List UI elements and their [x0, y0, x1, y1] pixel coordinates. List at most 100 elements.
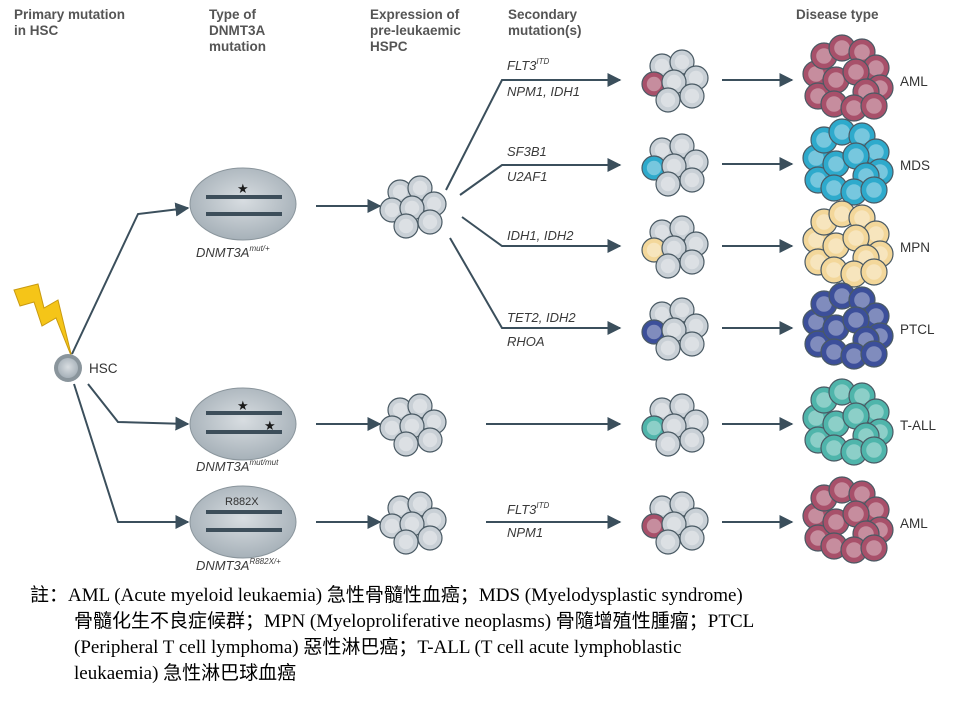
cell-nucleus [688, 154, 704, 170]
cell-nucleus [834, 288, 850, 304]
cell-nucleus [674, 398, 690, 414]
cell-nucleus [666, 418, 682, 434]
cell-nucleus [828, 156, 844, 172]
cell-nucleus [868, 502, 884, 518]
footnote: 註：AML (Acute myeloid leukaemia) 急性骨髓性血癌；… [30, 583, 945, 687]
cell-nucleus [826, 440, 842, 456]
cell-nucleus [868, 308, 884, 324]
cell-nucleus [826, 96, 842, 112]
cell-nucleus [654, 58, 670, 74]
cell-nucleus [848, 408, 864, 424]
cell-nucleus [828, 320, 844, 336]
disease-label-aml: AML [900, 74, 928, 89]
cell-nucleus [412, 180, 428, 196]
cell-nucleus [412, 496, 428, 512]
cell-nucleus [646, 76, 662, 92]
cell-nucleus [684, 172, 700, 188]
cell-nucleus [826, 180, 842, 196]
cell-nucleus [816, 490, 832, 506]
star-mutation-icon: ★ [237, 182, 249, 197]
cell [860, 92, 888, 120]
cell-nucleus [834, 384, 850, 400]
secondary-label-1b: NPM1, IDH1 [507, 84, 580, 99]
cell [655, 171, 681, 197]
cell-nucleus [392, 184, 408, 200]
cell-nucleus [684, 432, 700, 448]
disease-cluster [802, 476, 894, 564]
branch-line-ptcl [449, 237, 622, 335]
cell-nucleus [826, 538, 842, 554]
cell-nucleus [828, 238, 844, 254]
cell-nucleus [674, 302, 690, 318]
cell-nucleus [660, 176, 676, 192]
cell-nucleus [828, 514, 844, 530]
cell-nucleus [666, 322, 682, 338]
header-primary-mutation: Primary mutation in HSC [14, 7, 129, 38]
cell-nucleus [666, 516, 682, 532]
disease-label-mds: MDS [900, 158, 930, 173]
cell-nucleus [808, 150, 824, 166]
cell-nucleus [834, 206, 850, 222]
cell-nucleus [816, 132, 832, 148]
cell-nucleus [688, 318, 704, 334]
cell-nucleus [674, 54, 690, 70]
mutation-label-r882x: DNMT3AR882X/+ [196, 557, 281, 573]
diagram-canvas: Primary mutation in HSC Type of DNMT3A m… [13, 7, 937, 573]
cell-nucleus [846, 266, 862, 282]
footnote-line: 骨髓化生不良症候群；MPN (Myeloproliferative neopla… [74, 611, 755, 632]
disease-cluster [802, 282, 894, 370]
cell-nucleus [684, 254, 700, 270]
cell-nucleus [412, 398, 428, 414]
cell-nucleus [426, 196, 442, 212]
cell-nucleus [654, 142, 670, 158]
cell-nucleus [834, 482, 850, 498]
mutation-label-hom: DNMT3Amut/mut [196, 458, 279, 474]
cell-nucleus [646, 160, 662, 176]
cell-nucleus [392, 402, 408, 418]
cell-nucleus [866, 346, 882, 362]
hspc-cluster [379, 491, 447, 555]
cell [417, 525, 443, 551]
hsc-cell [54, 354, 82, 382]
secondary-label-4a: TET2, IDH2 [507, 310, 576, 325]
cell-nucleus [392, 500, 408, 516]
cell-nucleus [866, 264, 882, 280]
mutation-oval-r882x: R882X [189, 485, 297, 559]
cell [860, 176, 888, 204]
cell [417, 209, 443, 235]
hspc-cluster [379, 175, 447, 239]
cell-nucleus [854, 128, 870, 144]
cell [393, 213, 419, 239]
cell-nucleus [846, 542, 862, 558]
cell-nucleus [846, 444, 862, 460]
cell-nucleus [854, 292, 870, 308]
r882x-tag: R882X [225, 496, 259, 508]
arrow-hsc-to-mut-hom [87, 383, 190, 431]
footnote-line: 註：AML (Acute myeloid leukaemia) 急性骨髓性血癌；… [30, 585, 743, 606]
branch-line-mpn [461, 216, 622, 253]
cell-nucleus [398, 436, 414, 452]
cell-nucleus [684, 88, 700, 104]
cell-nucleus [688, 70, 704, 86]
cell-nucleus [846, 100, 862, 116]
cell-nucleus [384, 518, 400, 534]
header-secondary-mutations: Secondary mutation(s) [508, 7, 582, 38]
disease-label-tall: T-ALL [900, 418, 937, 433]
cell-nucleus [808, 508, 824, 524]
cell-nucleus [808, 314, 824, 330]
cell-nucleus [660, 436, 676, 452]
branch-line-aml [445, 73, 622, 191]
cell-nucleus [866, 540, 882, 556]
secondary-cluster [641, 297, 709, 361]
cell [679, 427, 705, 453]
secondary-cluster [641, 133, 709, 197]
disease-cluster [802, 378, 894, 466]
arrow-hsc-to-r882x [73, 383, 190, 529]
cell-nucleus [854, 44, 870, 60]
cell [860, 436, 888, 464]
disease-cluster [802, 200, 894, 288]
cell-nucleus [674, 496, 690, 512]
cell-nucleus [660, 92, 676, 108]
cell-nucleus [868, 144, 884, 160]
disease-cluster [802, 34, 894, 122]
